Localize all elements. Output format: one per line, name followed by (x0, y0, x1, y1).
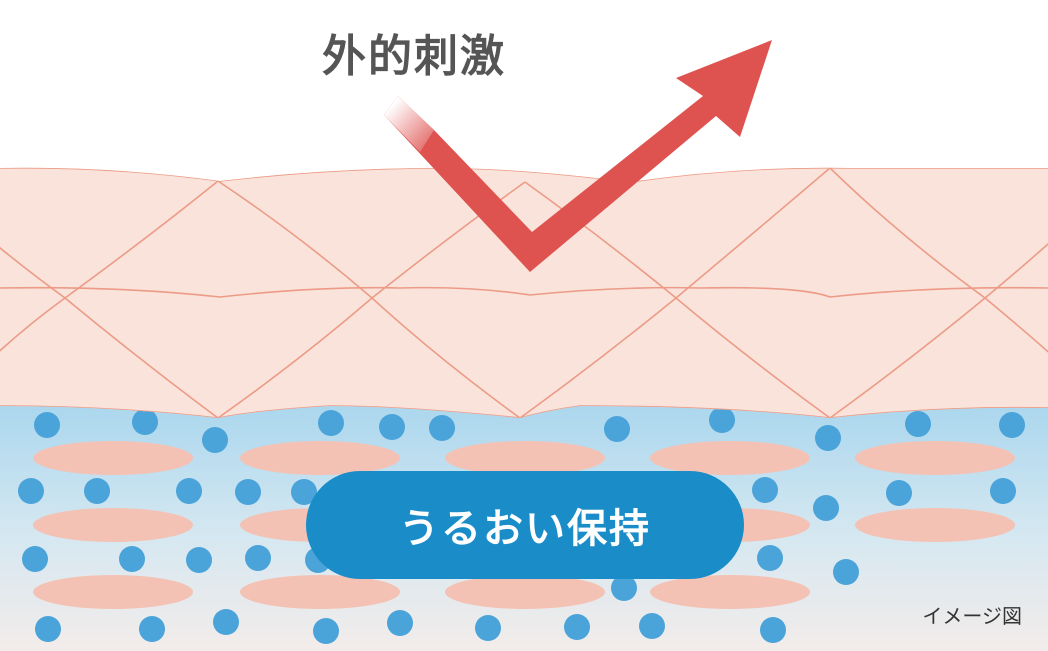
moisture-retention-badge: うるおい保持 (306, 471, 744, 579)
water-droplets (18, 407, 1025, 644)
external-stimulus-label: 外的刺激 (322, 31, 506, 82)
reflect-arrow (384, 40, 772, 272)
image-note-caption: イメージ図 (922, 604, 1022, 628)
moisture-retention-label: うるおい保持 (399, 506, 651, 552)
skin-surface-layer (0, 167, 1048, 418)
